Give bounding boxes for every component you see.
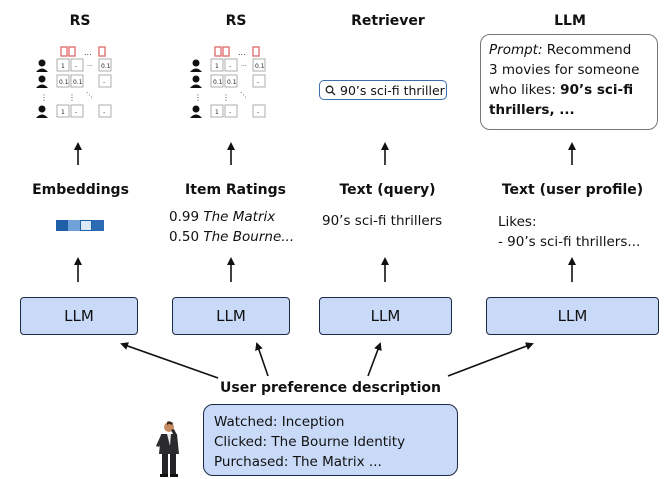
- text-query-label: Text (query): [339, 182, 436, 198]
- embedding-cell: [92, 220, 104, 231]
- svg-text:⋮: ⋮: [68, 93, 76, 102]
- arrow-to-llm-2: [255, 342, 269, 377]
- rating-matrix-icon: ... ⋮ ⋮ ⋱ 1 - ··· 0.1 0.1 0.1 - 1 - -: [190, 46, 266, 118]
- search-icon: [325, 85, 336, 95]
- svg-text:0.1: 0.1: [73, 79, 83, 86]
- llm-box-4: LLM: [486, 297, 659, 335]
- svg-text:⋱: ⋱: [240, 91, 247, 99]
- svg-text:-: -: [103, 109, 105, 116]
- retriever-title: Retriever: [351, 13, 425, 29]
- prompt-box: Prompt: Recommend 3 movies for someone w…: [480, 34, 658, 130]
- svg-text:-: -: [229, 109, 231, 116]
- svg-text:-: -: [229, 63, 231, 70]
- llm-title: LLM: [554, 13, 586, 29]
- svg-text:-: -: [75, 63, 77, 70]
- llm-box-3: LLM: [319, 297, 452, 335]
- businessman-icon: [156, 421, 179, 477]
- svg-text:1: 1: [215, 109, 219, 116]
- embedding-vector: [56, 220, 104, 231]
- search-text: 90’s sci-fi thriller: [340, 82, 445, 98]
- arrow-to-llm-4: [447, 342, 534, 377]
- rating-line-1: 0.99 The Matrix: [169, 207, 275, 227]
- llm-box-1: LLM: [20, 297, 138, 335]
- item-ratings-label: Item Ratings: [185, 182, 286, 198]
- profile-line-1: Likes:: [498, 214, 537, 230]
- svg-text:⋮: ⋮: [194, 93, 202, 102]
- prompt-bold: 90’s sci-fi: [560, 82, 634, 98]
- user-pref-title: User preference description: [220, 380, 441, 396]
- query-text: 90’s sci-fi thrillers: [322, 213, 443, 229]
- rating-title: The Matrix: [203, 209, 276, 225]
- embedding-cell: [56, 220, 68, 231]
- rating-matrix-1: ... ⋮ ⋮ ⋱ 1 - ··· 0.1 0.1 0.1 - 1 - -: [34, 45, 134, 120]
- text-user-profile-label: Text (user profile): [501, 182, 644, 198]
- profile-line-2: - 90’s sci-fi thrillers...: [498, 234, 641, 250]
- embeddings-label: Embeddings: [32, 182, 129, 198]
- retriever-search-field: 90’s sci-fi thriller: [319, 80, 447, 100]
- rating-line-2: 0.50 The Bourne...: [169, 227, 294, 247]
- arrow-to-llm-1: [120, 342, 219, 379]
- llm-box-2: LLM: [172, 297, 290, 335]
- rating-score: 0.99: [169, 209, 200, 225]
- svg-text:-: -: [75, 109, 77, 116]
- svg-text:0.1: 0.1: [255, 63, 265, 70]
- arrow-to-llm-3: [367, 342, 382, 377]
- svg-text:0.1: 0.1: [101, 63, 111, 70]
- svg-text:0.1: 0.1: [227, 79, 237, 86]
- embedding-cell: [68, 220, 80, 231]
- rating-matrix-2: ... ⋮ ⋮ ⋱ 1 - ··· 0.1 0.1 0.1 - 1 - -: [188, 45, 288, 120]
- rs-title-1: RS: [69, 13, 91, 29]
- prompt-line2: 3 movies for someone: [489, 62, 640, 78]
- user-pref-line-1: Watched: Inception: [214, 414, 345, 430]
- embedding-cell: [80, 220, 92, 231]
- svg-text:...: ...: [84, 48, 92, 57]
- svg-text:⋮: ⋮: [40, 93, 48, 102]
- user-pref-line-3: Purchased: The Matrix ...: [214, 454, 382, 470]
- svg-text:1: 1: [215, 63, 219, 70]
- user-pref-line-2: Clicked: The Bourne Identity: [214, 434, 406, 450]
- svg-text:...: ...: [238, 48, 246, 57]
- svg-text:···: ···: [241, 63, 247, 70]
- rs-title-2: RS: [225, 13, 247, 29]
- prompt-line3: who likes:: [489, 82, 561, 98]
- svg-text:1: 1: [61, 109, 65, 116]
- svg-text:0.1: 0.1: [213, 79, 223, 86]
- svg-text:···: ···: [87, 63, 93, 70]
- svg-text:-: -: [257, 109, 259, 116]
- prompt-line4: thrillers, ...: [489, 102, 575, 118]
- prompt-line1: Recommend: [542, 42, 632, 58]
- rating-matrix-icon: ... ⋮ ⋮ ⋱ 1 - ··· 0.1 0.1 0.1 - 1 - -: [36, 46, 112, 118]
- svg-text:⋮: ⋮: [222, 93, 230, 102]
- svg-text:⋱: ⋱: [86, 91, 93, 99]
- prompt-prefix: Prompt:: [489, 42, 543, 58]
- rating-title: The Bourne...: [203, 229, 295, 245]
- svg-text:0.1: 0.1: [59, 79, 69, 86]
- svg-text:1: 1: [61, 63, 65, 70]
- svg-text:-: -: [257, 79, 259, 86]
- user-pref-box: Watched: Inception Clicked: The Bourne I…: [203, 404, 458, 476]
- svg-text:-: -: [103, 79, 105, 86]
- rating-score: 0.50: [169, 229, 200, 245]
